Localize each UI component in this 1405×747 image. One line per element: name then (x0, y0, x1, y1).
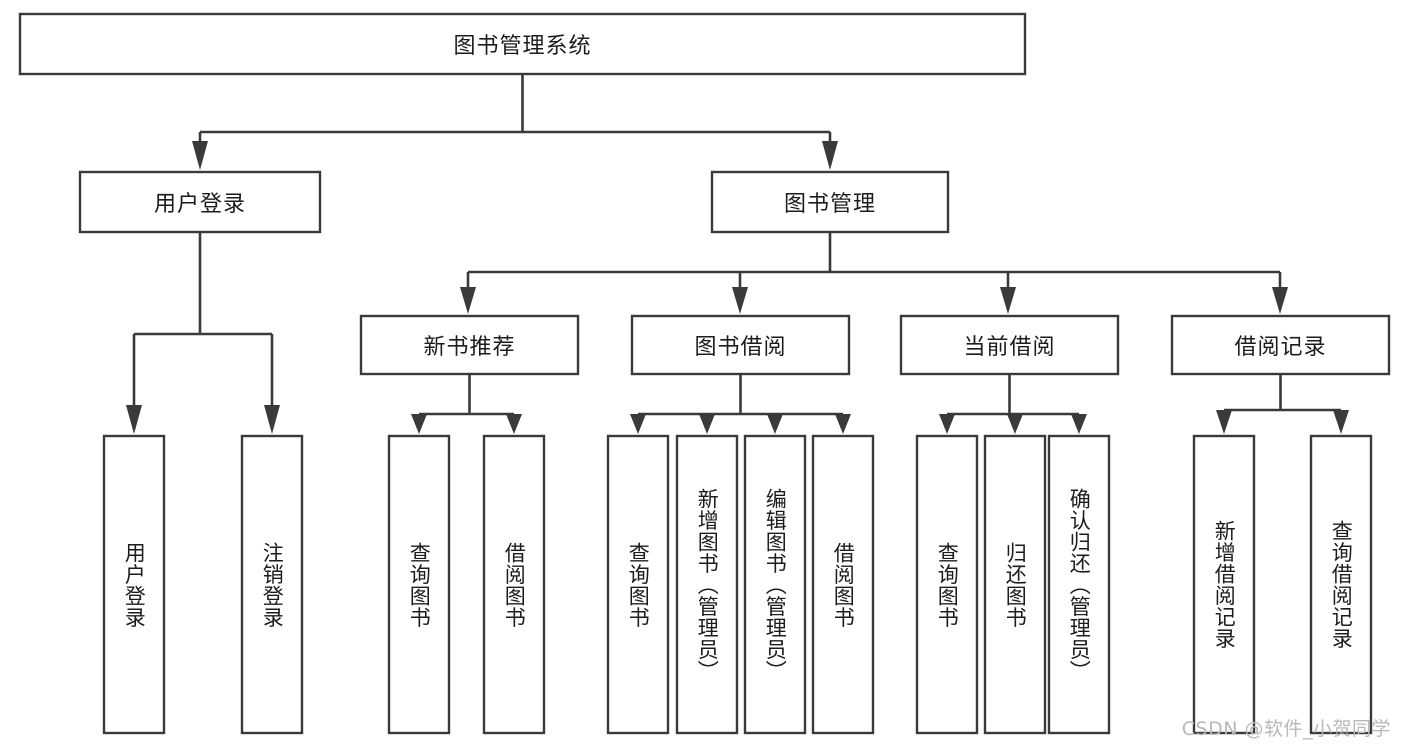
arrowhead-user-login-do (126, 405, 142, 434)
arrowhead-add-book-admin (699, 414, 715, 434)
arrowhead-user-logout (264, 405, 280, 434)
arrowhead-root-to-book-management (822, 141, 838, 170)
arrowhead-book-borrow (732, 287, 748, 314)
arrowhead-new-book-recommend (460, 287, 476, 314)
node-box-user-logout[interactable] (240, 434, 304, 735)
node-box-return-book[interactable] (983, 434, 1047, 735)
node-box-book-management[interactable] (710, 170, 950, 234)
node-box-confirm-return-admin[interactable] (1047, 434, 1111, 735)
node-box-edit-book-admin[interactable] (743, 434, 807, 735)
arrowhead-edit-book-admin (767, 414, 783, 434)
arrowhead-confirm-return-admin (1071, 414, 1087, 434)
arrowhead-borrow-book-do (835, 414, 851, 434)
node-box-query-book-current[interactable] (915, 434, 979, 735)
node-box-book-borrow[interactable] (630, 314, 851, 376)
arrowhead-return-book (1007, 414, 1023, 434)
node-box-query-borrow-record[interactable] (1309, 434, 1373, 735)
node-box-user-login[interactable] (78, 170, 322, 234)
arrowhead-root-to-user-login (192, 141, 208, 170)
arrowhead-query-book-current (939, 414, 955, 434)
node-box-add-book-admin[interactable] (675, 434, 739, 735)
node-box-add-borrow-record[interactable] (1192, 434, 1256, 735)
arrowhead-add-borrow-record (1216, 410, 1232, 434)
arrowhead-query-borrow-record (1333, 410, 1349, 434)
node-box-borrow-book-rec[interactable] (482, 434, 546, 735)
arrowhead-current-borrow (1000, 287, 1016, 314)
node-box-borrow-book-do[interactable] (811, 434, 875, 735)
arrowhead-borrow-book-rec (506, 414, 522, 434)
node-box-query-book-borrow[interactable] (606, 434, 670, 735)
node-box-query-book-rec[interactable] (387, 434, 451, 735)
node-box-new-book-recommend[interactable] (359, 314, 580, 376)
arrowhead-query-book-borrow (630, 414, 646, 434)
csdn-watermark: CSDN @软件_小贺同学 (1181, 718, 1391, 740)
node-box-current-borrow[interactable] (899, 314, 1120, 376)
arrowhead-borrow-records (1272, 287, 1288, 314)
node-box-user-login-do[interactable] (102, 434, 166, 735)
node-box-root[interactable] (18, 12, 1027, 76)
arrowhead-query-book-rec (411, 414, 427, 434)
node-box-borrow-records[interactable] (1170, 314, 1391, 376)
